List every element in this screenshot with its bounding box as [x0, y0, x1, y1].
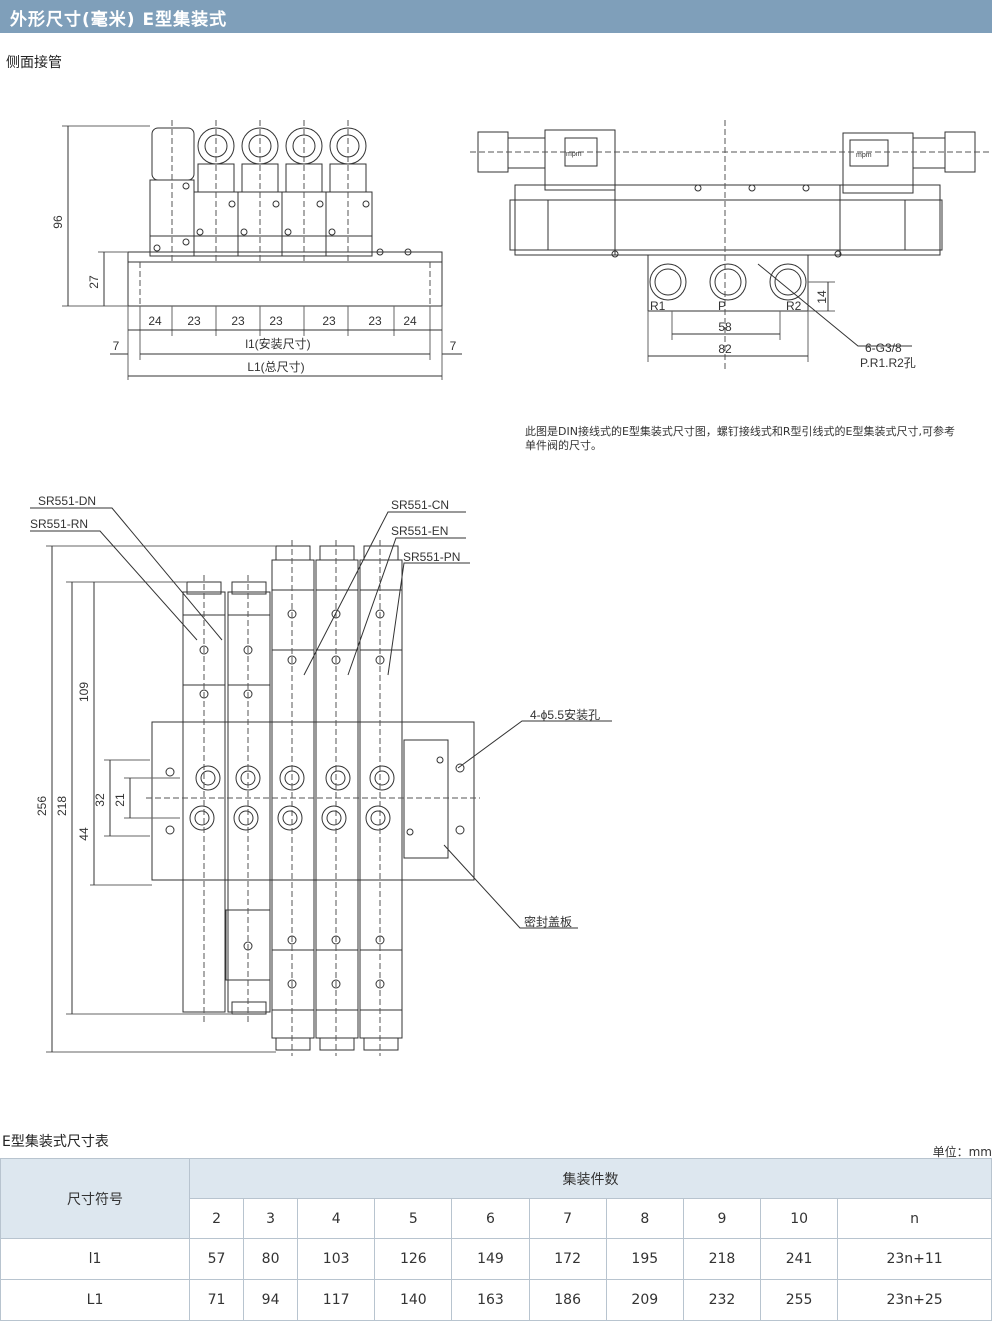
- model-en: SR551-EN: [391, 524, 448, 538]
- model-dn: SR551-DN: [38, 494, 96, 508]
- dim-82: 82: [718, 342, 732, 356]
- model-rn: SR551-RN: [30, 517, 88, 531]
- table-unit: 单位：mm: [932, 1145, 992, 1159]
- column-header: 3: [243, 1198, 299, 1239]
- dim-218: 218: [55, 796, 69, 816]
- dim-l1: l1(安装尺寸): [245, 336, 310, 351]
- drawing-note: 此图是DIN接线式的E型集装式尺寸图，螺钉接线式和R型引线式的E型集装式尺寸,可…: [525, 425, 955, 452]
- cover-label: 密封盖板: [524, 914, 572, 929]
- group-header-cell: 集装件数: [189, 1158, 992, 1199]
- table-cell: 103: [297, 1238, 376, 1280]
- table-cell: 241: [760, 1238, 839, 1280]
- column-header: 4: [297, 1198, 376, 1239]
- dim-pitch-4: 23: [269, 314, 283, 328]
- column-header: n: [837, 1198, 992, 1239]
- dim-pitch-1: 24: [148, 314, 162, 328]
- table-cell: 80: [243, 1238, 299, 1280]
- technical-drawing: 96 27 24 23 23 23 23 23 24 7 7 l1(安装尺寸) …: [30, 120, 990, 1056]
- dim-L1: L1(总尺寸): [247, 360, 304, 374]
- table-cell: 140: [374, 1279, 453, 1321]
- dim-109: 109: [77, 682, 91, 702]
- table-cell: 195: [605, 1238, 684, 1280]
- table-cell: 186: [528, 1279, 607, 1321]
- dim-pitch-2: 23: [187, 314, 201, 328]
- column-header: 10: [760, 1198, 839, 1239]
- header-bar: 外形尺寸(毫米) E型集装式: [0, 0, 992, 33]
- dim-edge-right: 7: [450, 339, 457, 353]
- top-view-drawing: [30, 507, 612, 1056]
- dim-pitch-5: 23: [322, 314, 336, 328]
- dim-44: 44: [77, 827, 91, 841]
- table-cell: 126: [374, 1238, 453, 1280]
- dim-96: 96: [51, 215, 65, 229]
- callout-ports: P.R1.R2孔: [860, 356, 916, 370]
- column-header: 9: [682, 1198, 762, 1239]
- hole-label: 4-ϕ5.5安装孔: [530, 707, 600, 722]
- table-row: l1 57 80 103 126 149 172 195 218 241 23n…: [0, 1238, 992, 1280]
- dim-pitch-6: 23: [368, 314, 382, 328]
- dim-21: 21: [113, 793, 127, 807]
- table-cell: 117: [297, 1279, 376, 1321]
- coil-mark-right: mpm: [856, 152, 872, 159]
- row-symbol: L1: [0, 1279, 190, 1321]
- dim-pitch-3: 23: [231, 314, 245, 328]
- dim-32: 32: [93, 793, 107, 807]
- table-cell: 172: [528, 1238, 607, 1280]
- table-cell: 57: [188, 1238, 245, 1280]
- side-view-drawing: [62, 120, 462, 380]
- dim-58: 58: [718, 320, 732, 334]
- table-cell: 163: [451, 1279, 530, 1321]
- dim-14: 14: [815, 290, 829, 304]
- dim-27: 27: [87, 275, 101, 289]
- dim-256: 256: [35, 796, 49, 816]
- table-cell: 23n+25: [837, 1279, 992, 1321]
- port-r2: R2: [786, 299, 802, 313]
- port-r1: R1: [650, 299, 666, 313]
- dim-pitch-7: 24: [403, 314, 417, 328]
- table-cell: 232: [682, 1279, 762, 1321]
- coil-mark-left: mpm: [566, 151, 582, 158]
- table-cell: 94: [243, 1279, 299, 1321]
- row-symbol: l1: [0, 1238, 190, 1280]
- row-header-cell: 尺寸符号: [0, 1158, 190, 1239]
- column-header: 7: [528, 1198, 607, 1239]
- callout-g38: 6-G3/8: [865, 341, 902, 355]
- column-header: 8: [605, 1198, 684, 1239]
- table-caption: E型集装式尺寸表: [2, 1134, 109, 1150]
- table-cell: 209: [605, 1279, 684, 1321]
- model-pn: SR551-PN: [403, 550, 460, 564]
- dimension-table: 尺寸符号 集装件数 2 3 4 5 6 7 8 9 10 n l1 57 80 …: [0, 1158, 992, 1321]
- model-cn: SR551-CN: [391, 498, 449, 512]
- port-p: P: [718, 299, 726, 313]
- table-cell: 218: [682, 1238, 762, 1280]
- table-row: L1 71 94 117 140 163 186 209 232 255 23n…: [0, 1279, 992, 1321]
- column-header: 2: [188, 1198, 245, 1239]
- column-header: 6: [451, 1198, 530, 1239]
- table-cell: 149: [451, 1238, 530, 1280]
- page-title: 外形尺寸(毫米) E型集装式: [10, 10, 228, 30]
- side-view-label: 侧面接管: [6, 55, 62, 71]
- end-view-drawing: [470, 120, 990, 372]
- table-cell: 71: [188, 1279, 245, 1321]
- dim-edge-left: 7: [113, 339, 120, 353]
- table-cell: 23n+11: [837, 1238, 992, 1280]
- column-header: 5: [374, 1198, 453, 1239]
- table-cell: 255: [760, 1279, 839, 1321]
